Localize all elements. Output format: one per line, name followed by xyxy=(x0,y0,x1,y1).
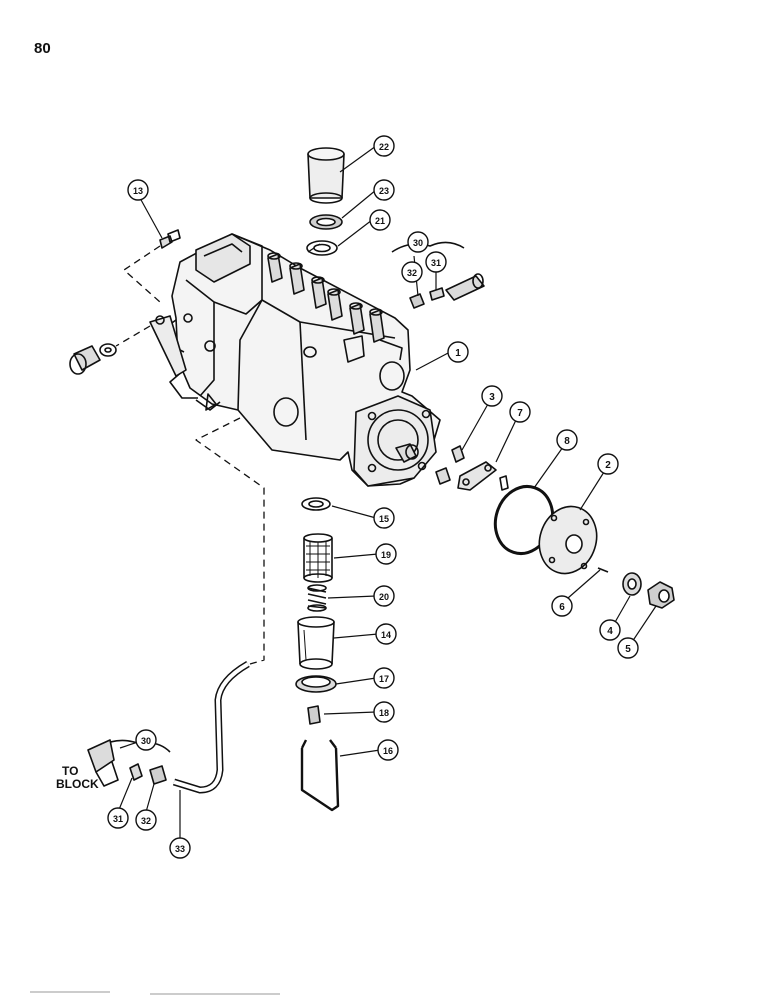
callout-16: 16 xyxy=(377,739,399,761)
callout-17: 17 xyxy=(373,667,395,689)
svg-text:13: 13 xyxy=(133,186,143,196)
part-21-washer xyxy=(306,240,338,256)
scan-artifact xyxy=(30,991,280,995)
svg-text:33: 33 xyxy=(175,844,185,854)
part-18-plug xyxy=(307,705,321,725)
svg-text:5: 5 xyxy=(625,644,631,655)
page-number: 80 xyxy=(34,40,51,57)
injection-pump-body xyxy=(149,233,441,487)
part-16-clamp xyxy=(300,739,340,812)
part-33-fuel-line xyxy=(172,660,250,794)
part-23-seal xyxy=(309,214,343,230)
callout-6: 6 xyxy=(551,595,573,617)
callout-30-bottom: 30 xyxy=(135,729,157,751)
svg-text:2: 2 xyxy=(605,460,611,471)
svg-text:1: 1 xyxy=(455,348,461,359)
svg-text:14: 14 xyxy=(381,630,391,640)
part-15-washer xyxy=(301,497,331,511)
svg-text:32: 32 xyxy=(407,268,417,278)
callout-5: 5 xyxy=(617,637,639,659)
callout-23: 23 xyxy=(373,179,395,201)
svg-text:3: 3 xyxy=(489,392,495,403)
part-14-bowl xyxy=(297,616,335,670)
to-block-label-line2: BLOCK xyxy=(56,777,99,791)
callout-31-bottom: 31 xyxy=(107,807,129,829)
svg-text:15: 15 xyxy=(379,514,389,524)
callout-13: 13 xyxy=(127,179,149,201)
callout-20: 20 xyxy=(373,585,395,607)
svg-text:17: 17 xyxy=(379,674,389,684)
svg-text:31: 31 xyxy=(113,814,123,824)
callout-18: 18 xyxy=(373,701,395,723)
svg-text:6: 6 xyxy=(559,602,565,613)
part-30-fitting-top xyxy=(391,241,485,309)
callout-14: 14 xyxy=(375,623,397,645)
callout-19: 19 xyxy=(375,543,397,565)
callout-31-top: 31 xyxy=(425,251,447,273)
svg-text:31: 31 xyxy=(431,258,441,268)
callout-1: 1 xyxy=(447,341,469,363)
callout-15: 15 xyxy=(373,507,395,529)
svg-text:21: 21 xyxy=(375,216,385,226)
svg-text:20: 20 xyxy=(379,592,389,602)
svg-text:23: 23 xyxy=(379,186,389,196)
svg-text:18: 18 xyxy=(379,708,389,718)
svg-text:30: 30 xyxy=(141,736,151,746)
part-22-cover xyxy=(307,147,345,204)
callout-32-bottom: 32 xyxy=(135,809,157,831)
callout-21: 21 xyxy=(369,209,391,231)
to-block-label-line1: TO xyxy=(62,764,79,778)
svg-text:7: 7 xyxy=(517,408,523,419)
svg-text:22: 22 xyxy=(379,142,389,152)
svg-text:19: 19 xyxy=(381,550,391,560)
callout-8: 8 xyxy=(556,429,578,451)
svg-text:16: 16 xyxy=(383,746,393,756)
callout-30-top: 30 xyxy=(407,231,429,253)
callout-4: 4 xyxy=(599,619,621,641)
part-5-nut xyxy=(647,581,675,609)
callout-32-top: 32 xyxy=(401,261,423,283)
part-17-ring xyxy=(295,675,337,693)
callout-7: 7 xyxy=(509,401,531,423)
part-30-fitting-bottom xyxy=(87,739,171,787)
callout-3: 3 xyxy=(481,385,503,407)
part-20-spring xyxy=(307,584,327,612)
part-bolt-left xyxy=(69,343,117,375)
svg-text:8: 8 xyxy=(564,436,570,447)
svg-text:32: 32 xyxy=(141,816,151,826)
callout-2: 2 xyxy=(597,453,619,475)
svg-text:30: 30 xyxy=(413,238,423,248)
part-4-lockwasher xyxy=(622,572,642,596)
part-3-7-plate xyxy=(435,445,509,491)
svg-text:4: 4 xyxy=(607,626,613,637)
part-2-cover xyxy=(538,505,598,575)
callout-33: 33 xyxy=(169,837,191,859)
part-13-screw xyxy=(159,229,181,249)
part-6-pin xyxy=(597,567,609,573)
callout-22: 22 xyxy=(373,135,395,157)
part-19-filter-element xyxy=(303,533,333,583)
